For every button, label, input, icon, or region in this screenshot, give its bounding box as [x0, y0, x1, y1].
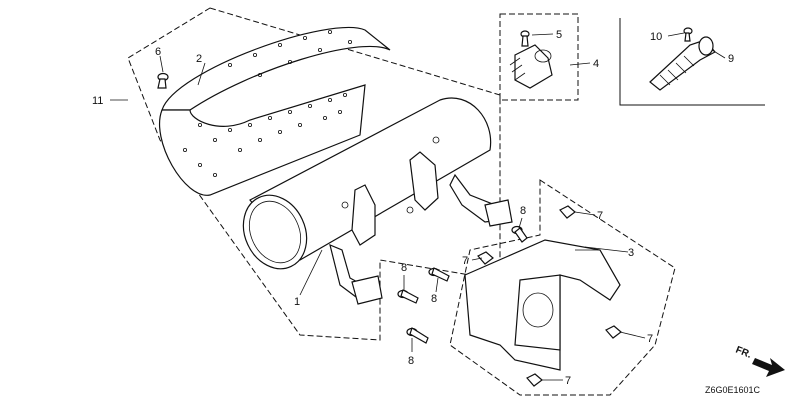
- front-direction-indicator: FR.: [734, 345, 785, 377]
- callout-8-left-b: 8: [431, 293, 437, 305]
- callout-1: 1: [294, 296, 300, 308]
- bracket-group-outline: [449, 179, 676, 396]
- nut-7-bottom: [526, 373, 543, 387]
- flange-bolt-6: [157, 72, 169, 89]
- callout-5: 5: [556, 29, 562, 41]
- flange-bolt-8-left-b: [428, 267, 450, 282]
- muffler-bracket: [464, 239, 621, 371]
- callout-2: 2: [196, 53, 202, 65]
- callout-9: 9: [728, 53, 734, 65]
- callout-10: 10: [650, 31, 662, 43]
- nut-7-top: [559, 205, 576, 219]
- flange-bolt-8-left-a: [397, 289, 419, 304]
- front-arrow-icon: [752, 358, 785, 377]
- spark-arrester: [509, 44, 553, 89]
- flange-bolt-8-top: [511, 225, 528, 243]
- callout-6: 6: [155, 46, 161, 58]
- exhaust-screen: [649, 36, 716, 91]
- callout-8-left-a: 8: [401, 262, 407, 274]
- front-label: FR.: [734, 345, 753, 361]
- muffler-body: [242, 97, 513, 305]
- drawing-code: Z6G0E1601C: [705, 385, 761, 395]
- spark-arrester-group-outline: [499, 13, 579, 101]
- assembly-group-outline: [127, 7, 501, 341]
- muffler-protector: [159, 26, 391, 196]
- flange-bolt-8-bottom: [406, 327, 429, 344]
- nut-7-left: [477, 251, 494, 265]
- callout-7-left: 7: [462, 255, 468, 267]
- callout-3: 3: [628, 247, 634, 259]
- callout-8-top: 8: [520, 205, 526, 217]
- callout-7-top: 7: [597, 210, 603, 222]
- leader-lines: [110, 32, 726, 381]
- callout-7-bottom: 7: [565, 375, 571, 387]
- guard-kit-group-outline: [619, 18, 765, 106]
- screen-screw: [683, 27, 693, 42]
- callout-8-bottom: 8: [408, 355, 414, 367]
- callout-7-right: 7: [647, 333, 653, 345]
- nut-7-right: [605, 325, 622, 339]
- spark-arrester-screw: [520, 30, 530, 47]
- callout-4: 4: [593, 58, 599, 70]
- callout-11: 11: [92, 95, 103, 107]
